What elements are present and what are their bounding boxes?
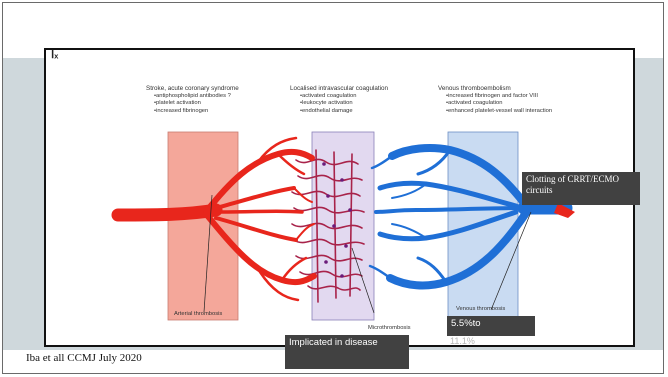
list-item: increased fibrinogen — [154, 108, 231, 115]
panel-title-venous: Venous thromboembolism — [438, 85, 511, 92]
list-item: antiphospholipid antibodies ? — [154, 93, 231, 100]
list-item: activated coagulation — [446, 100, 552, 107]
percentage-callout: 5.5%to — [447, 316, 535, 336]
clotting-callout: Clotting of CRRT/ECMO circuits — [522, 172, 640, 205]
citation-text: Iba et all CCMJ July 2020 — [26, 352, 142, 364]
list-item: enhanced platelet-vessel wall interactio… — [446, 108, 552, 115]
label-venous-thrombosis: Venous thrombosis — [456, 306, 505, 312]
panel-list-coagulation: activated coagulation leukocyte activati… — [300, 93, 357, 115]
list-item: activated coagulation — [300, 93, 357, 100]
panel-list-stroke: antiphospholipid antibodies ? platelet a… — [154, 93, 231, 115]
implicated-callout: Implicated in disease — [285, 335, 409, 369]
percentage-overflow-text: 11.1% — [450, 336, 475, 346]
list-item: endothelial damage — [300, 108, 357, 115]
label-microthrombosis: Microthrombosis — [368, 325, 411, 331]
panel-title-stroke: Stroke, acute coronary syndrome — [146, 85, 239, 92]
label-arterial-thrombosis: Arterial thrombosis — [174, 311, 222, 317]
list-item: increased fibrinogen and factor VIII — [446, 93, 552, 100]
list-item: leukocyte activation — [300, 100, 357, 107]
panel-list-venous: increased fibrinogen and factor VIII act… — [446, 93, 552, 115]
arterial-region-box — [168, 132, 238, 320]
list-item: platelet activation — [154, 100, 231, 107]
panel-title-coagulation: Localised intravascular coagulation — [290, 85, 388, 92]
